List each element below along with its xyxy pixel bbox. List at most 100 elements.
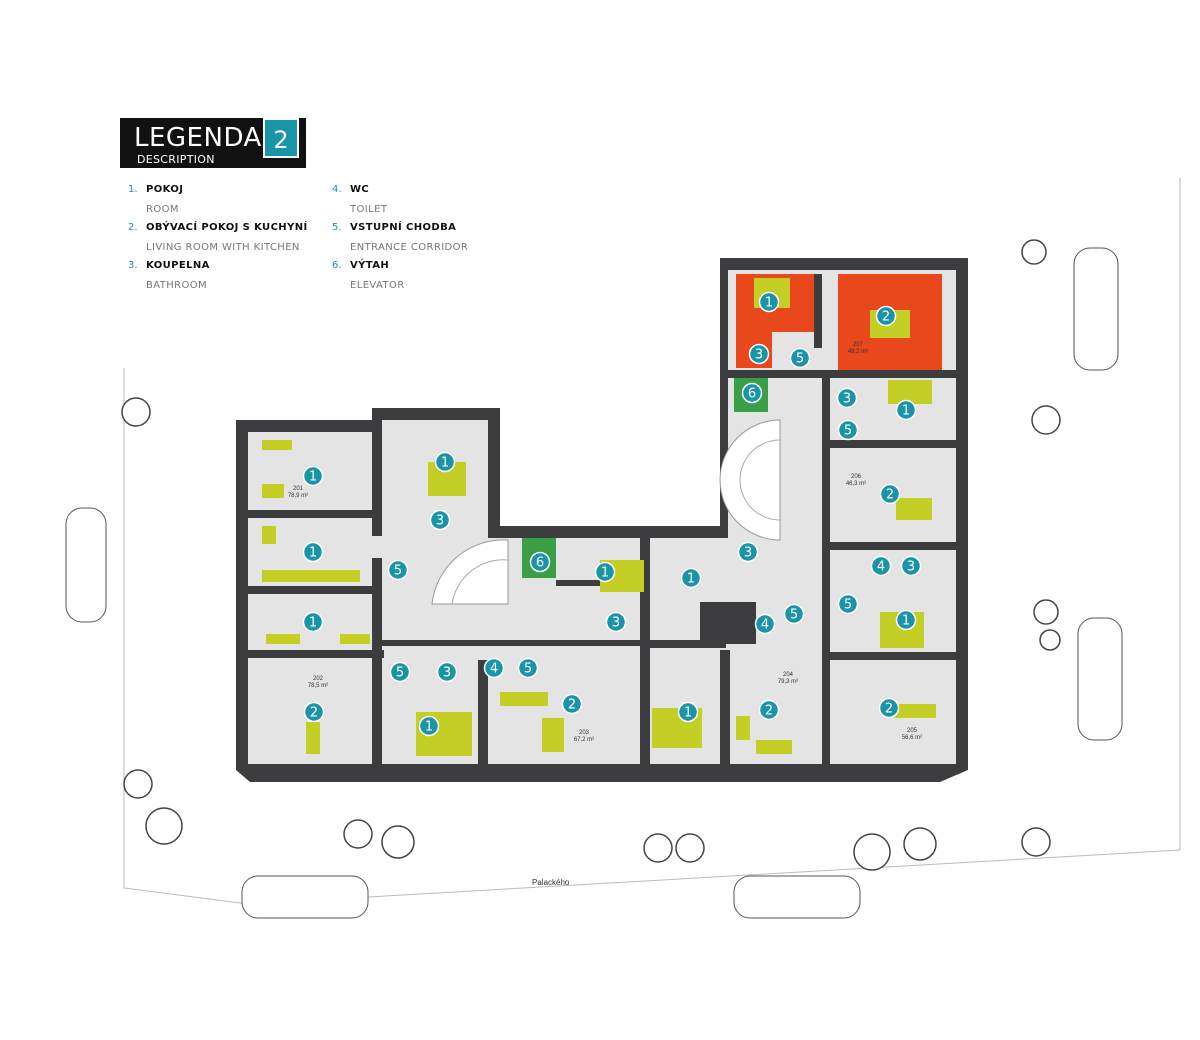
room-marker-1: 1 [302,611,324,633]
room-marker-3: 3 [436,661,458,683]
room-marker-6: 6 [741,382,763,404]
legend-number: 5. [332,222,342,233]
car-right-top [1073,247,1119,371]
room-marker-1: 1 [302,541,324,563]
legend-number: 6. [332,260,342,271]
unit-labels: 201 78,9 m² 202 78,5 m² 203 67,2 m² 204 … [288,342,922,743]
room-marker-1: 1 [680,567,702,589]
svg-text:1: 1 [687,572,695,587]
car-right-bottom [1077,617,1123,741]
svg-text:1: 1 [765,296,773,311]
room-marker-4: 4 [754,613,776,635]
svg-text:1: 1 [309,546,317,561]
tree [1039,629,1061,651]
legend-header: LEGENDA DESCRIPTION 2 [120,118,306,168]
tree [1031,405,1061,435]
svg-text:3: 3 [744,546,752,561]
svg-text:4: 4 [490,662,498,677]
room-marker-5: 5 [517,657,539,679]
legend-label-cz: POKOJ [146,184,184,195]
staircase-right [719,419,781,541]
room-marker-2: 2 [303,701,325,723]
legend-label-cz: VSTUPNÍ CHODBA [350,222,457,233]
tree [853,833,891,871]
tree [1021,827,1051,857]
legend-label-cz: WC [350,184,370,195]
svg-text:1: 1 [902,614,910,629]
room-marker-5: 5 [387,559,409,581]
room-marker-1: 1 [594,561,616,583]
svg-text:1: 1 [309,616,317,631]
unit-206-id: 206 [851,474,862,480]
room-marker-3: 3 [748,343,770,365]
interior-walls [236,274,958,782]
legend-label-en: ELEVATOR [350,280,405,291]
unit-203-area: 67,2 m² [574,737,594,743]
unit-201-area: 78,9 m² [288,493,308,499]
room-marker-5: 5 [783,603,805,625]
room-marker-3: 3 [900,555,922,577]
tree [1021,239,1047,265]
room-marker-1: 1 [302,465,324,487]
unit-201-id: 201 [293,486,304,492]
svg-text:1: 1 [425,720,433,735]
unit-205-id: 205 [907,728,918,734]
room-marker-1: 1 [895,399,917,421]
legend-number: 4. [332,184,342,195]
room-marker-2: 2 [879,483,901,505]
svg-text:5: 5 [844,424,852,439]
svg-text:2: 2 [310,706,318,721]
unit-207-id: 207 [853,342,864,348]
trees [121,239,1061,871]
room-marker-5: 5 [837,593,859,615]
room-marker-2: 2 [875,305,897,327]
svg-text:3: 3 [755,348,763,363]
car-bottom-right [733,875,861,919]
svg-text:3: 3 [907,560,915,575]
legend-label-en: TOILET [350,204,388,215]
unit-202-id: 202 [313,676,324,682]
unit-205-area: 56,6 m² [902,735,922,741]
tree [1033,599,1059,625]
car-bottom-left [241,875,369,919]
legend-subtitle: DESCRIPTION [137,153,215,166]
svg-text:2: 2 [882,310,890,325]
svg-text:2: 2 [886,488,894,503]
unit-206-area: 46,3 m² [846,481,866,487]
legend-label-en: BATHROOM [146,280,208,291]
room-marker-3: 3 [605,611,627,633]
svg-text:3: 3 [843,392,851,407]
unit-204-area: 79,3 m² [778,679,798,685]
svg-text:3: 3 [443,666,451,681]
legend-label-en: LIVING ROOM WITH KITCHEN [146,242,300,253]
legend-label-en: ENTRANCE CORRIDOR [350,242,469,253]
street-label: Palackého [532,878,570,887]
unit-203-id: 203 [579,730,590,736]
tree [121,397,151,427]
svg-text:4: 4 [877,560,885,575]
property-lines [123,178,1181,905]
legend-label-cz: VÝTAH [350,260,390,271]
room-marker-5: 5 [789,347,811,369]
svg-text:2: 2 [765,704,773,719]
tree [675,833,705,863]
room-marker-6: 6 [529,551,551,573]
tree [123,769,153,799]
svg-text:6: 6 [536,556,544,571]
room-marker-3: 3 [836,387,858,409]
room-marker-1: 1 [434,451,456,473]
unit-202-area: 78,5 m² [308,683,328,689]
svg-text:5: 5 [790,608,798,623]
svg-text:1: 1 [684,706,692,721]
tree [145,807,183,845]
svg-text:6: 6 [748,387,756,402]
room-marker-1: 1 [758,291,780,313]
legend-number: 1. [128,184,138,195]
svg-text:5: 5 [796,352,804,367]
svg-text:5: 5 [524,662,532,677]
room-marker-2: 2 [758,699,780,721]
room-marker-1: 1 [895,609,917,631]
svg-text:1: 1 [601,566,609,581]
